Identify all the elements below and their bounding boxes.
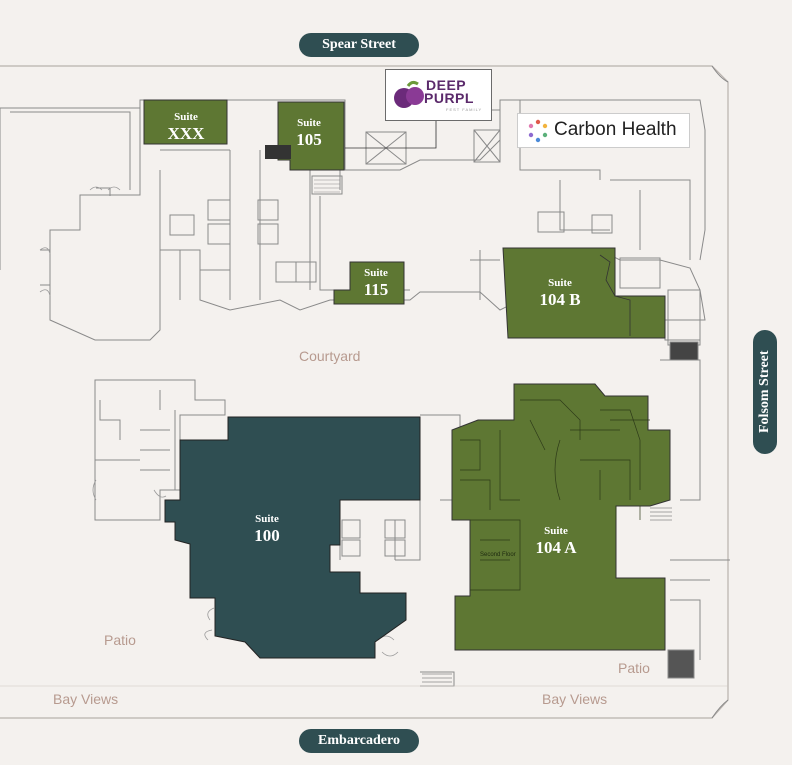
suite-115-area[interactable]	[333, 261, 405, 305]
north-building-walls	[0, 99, 706, 341]
suite-word: Suite	[297, 117, 321, 129]
grape-icon	[394, 80, 424, 108]
suite-104a-area[interactable]	[451, 383, 671, 651]
suite-100-area[interactable]	[164, 416, 421, 659]
east-corridor	[660, 289, 730, 679]
suite-104a-interior	[460, 399, 650, 591]
suite-104b-area[interactable]	[502, 247, 666, 339]
suite-number: 115	[363, 280, 389, 299]
bay-views-east-label: Bay Views	[542, 691, 608, 707]
courtyard-label: Courtyard	[299, 348, 361, 364]
suite-number: 104 A	[535, 538, 577, 557]
patio-west-label: Patio	[104, 632, 136, 648]
suite-xxx-area[interactable]	[143, 99, 228, 145]
stairs-north	[314, 179, 340, 193]
carbon-health-name: Carbon Health	[554, 119, 677, 140]
deep-purple-line1: DEEP	[426, 77, 467, 93]
suite-105-area[interactable]	[277, 101, 345, 171]
deep-purple-tagline: FEST FAMILY	[446, 107, 483, 112]
street-label-spear: Spear Street	[299, 33, 419, 57]
suite-115-label[interactable]: Suite 115	[352, 267, 400, 299]
deep-purple-logo: DEEP PURPL FEST FAMILY	[385, 69, 492, 121]
street-label-folsom: Folsom Street	[753, 330, 777, 454]
suite-number: XXX	[167, 124, 205, 143]
suite-105-label[interactable]: Suite 105	[284, 117, 334, 149]
carbon-health-logo: Carbon Health	[517, 113, 690, 148]
suite-number: 105	[296, 130, 322, 149]
suite-word: Suite	[255, 513, 279, 525]
carbon-health-icon	[528, 119, 548, 143]
street-label-embarcadero: Embarcadero	[299, 729, 419, 753]
suite-word: Suite	[548, 277, 572, 289]
deep-purple-leader	[345, 118, 437, 149]
door-swings	[39, 186, 399, 657]
deep-purple-line2: PURPL	[424, 90, 474, 106]
suite-number: 100	[254, 526, 280, 545]
suite-104a-label[interactable]: Suite 104 A	[524, 525, 588, 557]
suite-xxx-label[interactable]: Suite XXX	[158, 111, 214, 143]
second-floor-note: Second Floor	[480, 552, 516, 558]
suite-word: Suite	[174, 111, 198, 123]
patio-east-label: Patio	[618, 660, 650, 676]
north-core	[169, 129, 661, 289]
site-boundary	[0, 65, 729, 719]
entry-stripes	[422, 507, 672, 683]
suite-100-label[interactable]: Suite 100	[240, 513, 294, 545]
bay-views-west-label: Bay Views	[53, 691, 119, 707]
suite-word: Suite	[544, 525, 568, 537]
suite-number: 104 B	[539, 290, 581, 309]
suite-word: Suite	[364, 267, 388, 279]
suite-104b-label[interactable]: Suite 104 B	[528, 277, 592, 309]
south-west-walls	[94, 379, 461, 687]
